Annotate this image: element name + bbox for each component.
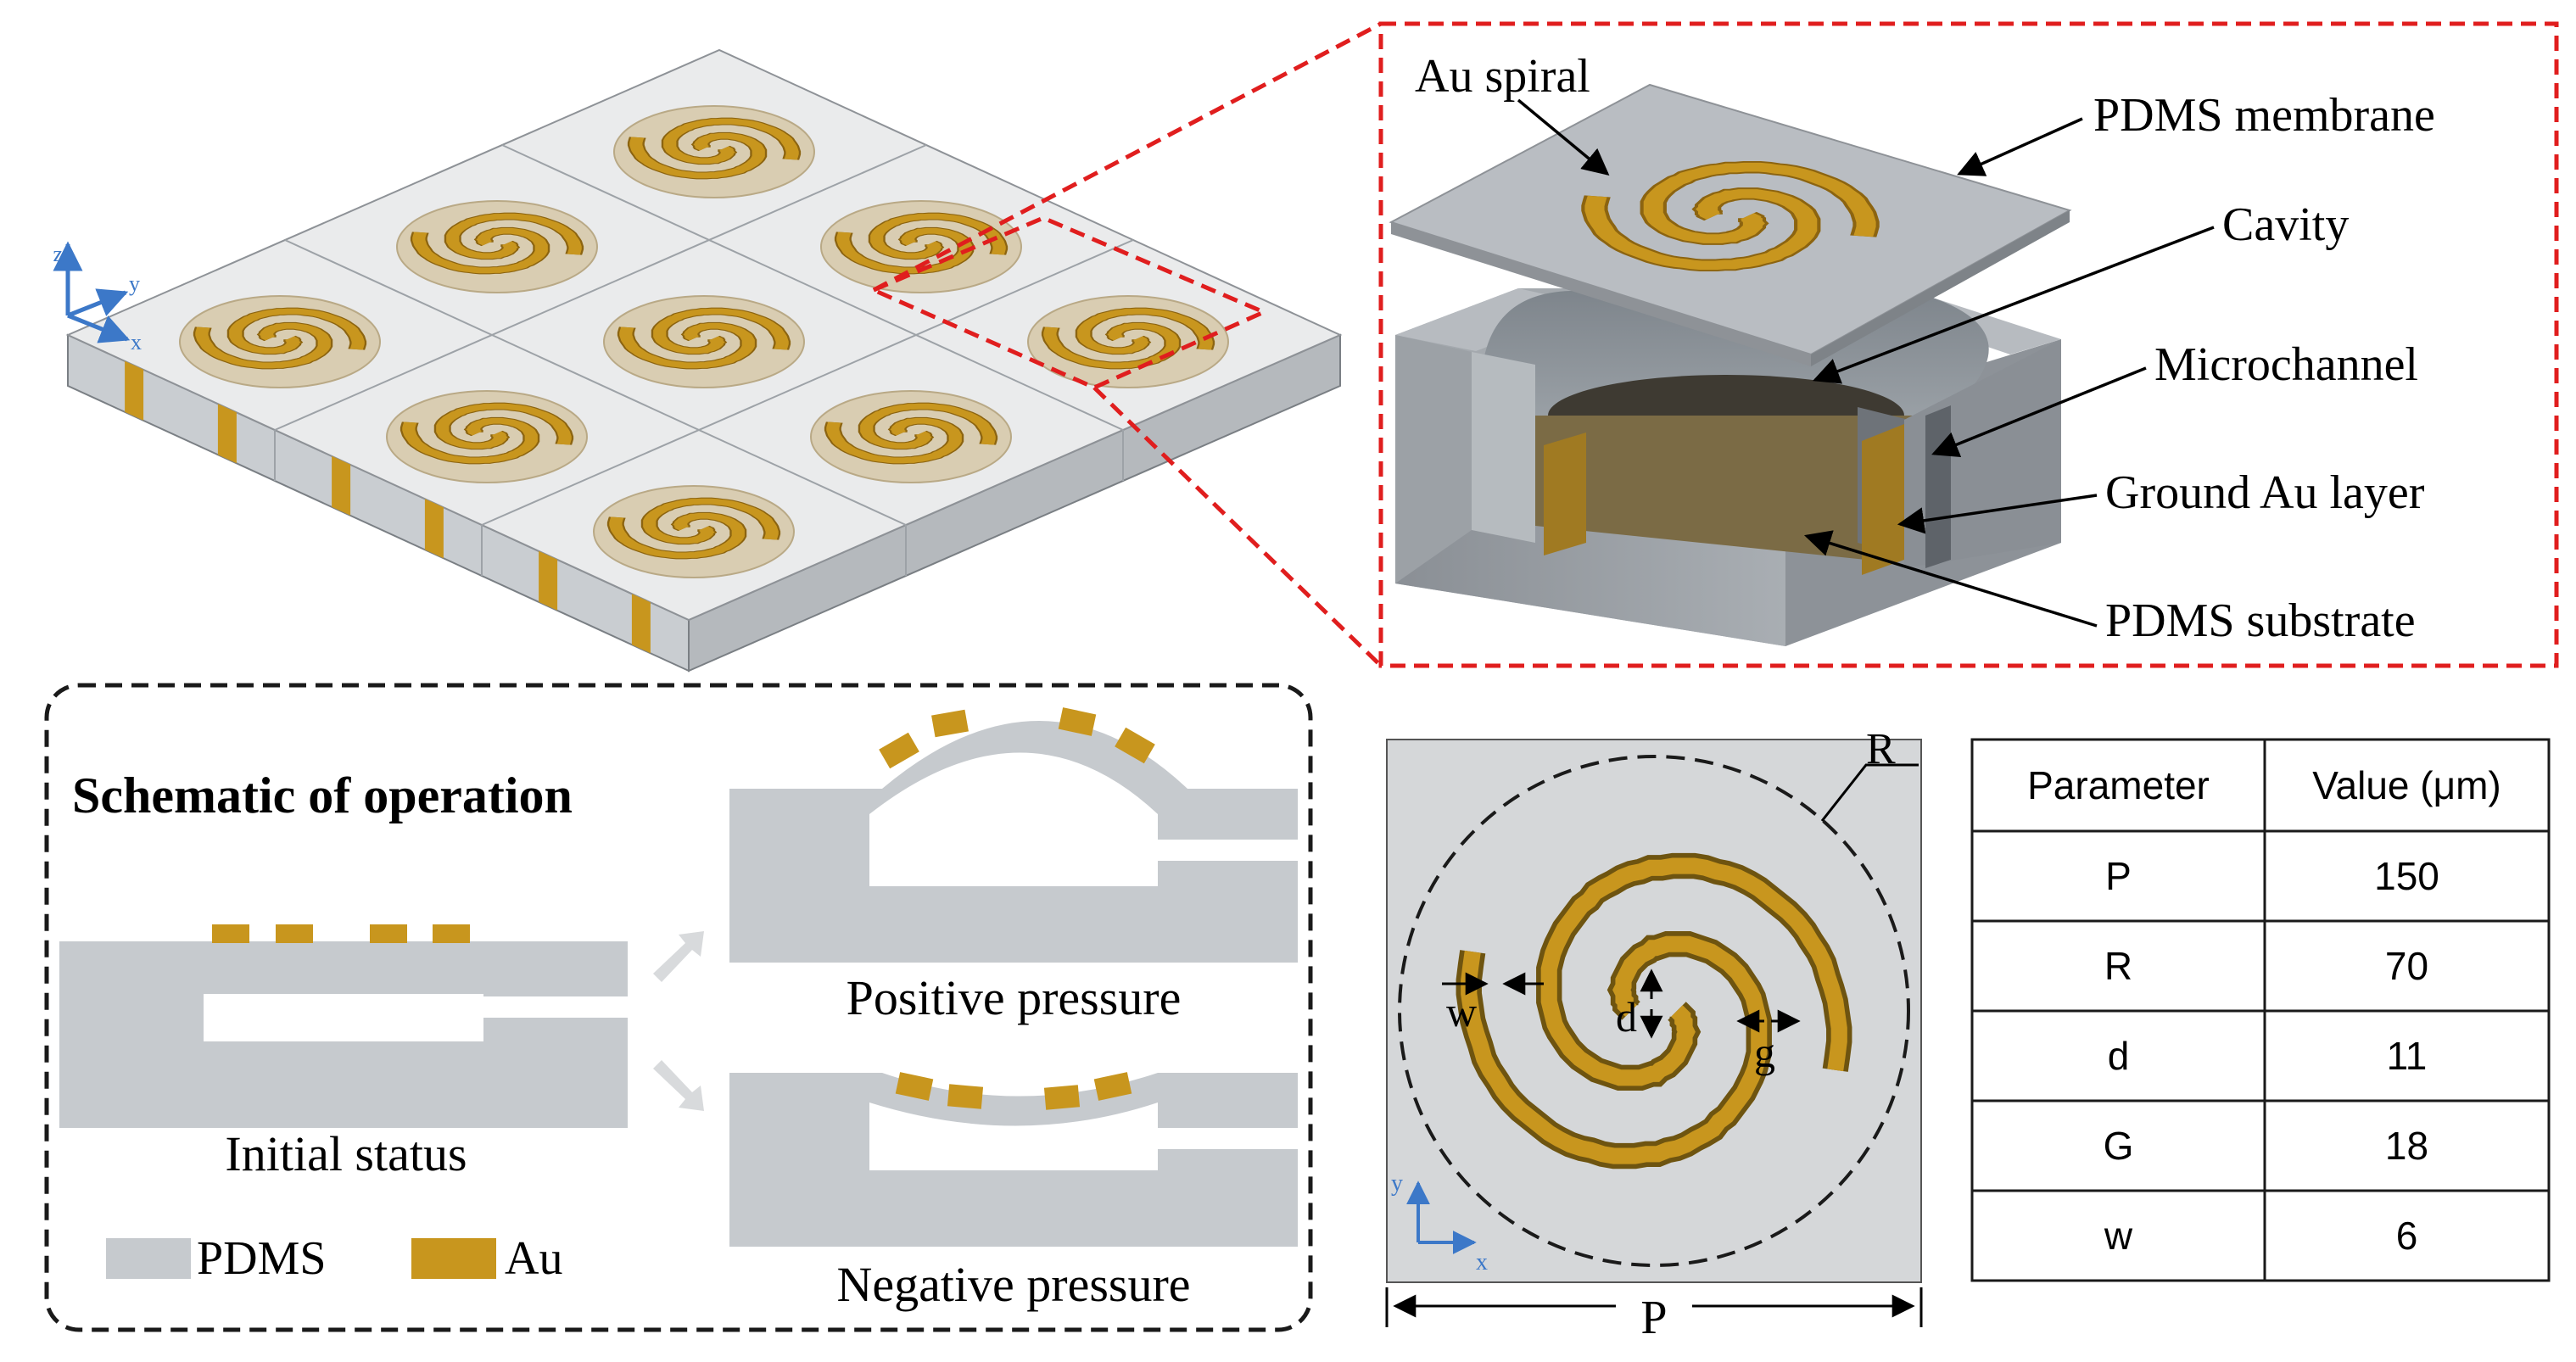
- radius-circle: [1398, 755, 1910, 1267]
- array-cell: [820, 200, 1022, 293]
- spiral-arm-2: [609, 512, 745, 559]
- array-cell: [1027, 295, 1229, 388]
- table-param-cell: w: [2104, 1214, 2133, 1258]
- table-param-cell: R: [2104, 944, 2132, 988]
- table-value-cell: 70: [2385, 944, 2428, 988]
- spiral-arm-1: [1643, 162, 1876, 243]
- spiral-arm-1: [1077, 308, 1213, 354]
- top-axis-x: x: [1476, 1249, 1488, 1275]
- table-header-cell: Parameter: [2027, 763, 2210, 807]
- operation-title: Schematic of operation: [72, 768, 573, 823]
- table-value-cell: 18: [2385, 1124, 2428, 1168]
- material-legend: PDMS Au: [106, 1232, 562, 1285]
- label-w: w: [1446, 988, 1477, 1035]
- top-view: R w d g y x P: [1385, 725, 1923, 1344]
- unit-cell-labels: Au spiral PDMS membrane Cavity Microchan…: [1415, 50, 2435, 647]
- label-pdms-substrate: PDMS substrate: [2105, 594, 2416, 647]
- array-cell: [613, 105, 815, 198]
- label-g: g: [1754, 1029, 1775, 1076]
- legend-swatch-au: [411, 1238, 496, 1279]
- axis-label-x: x: [131, 330, 142, 354]
- transition-arrows: [653, 931, 704, 1111]
- array-cell: [396, 200, 598, 293]
- spiral-arm-2: [1584, 189, 1818, 271]
- legend-label-au: Au: [505, 1232, 562, 1285]
- table-param-cell: d: [2108, 1034, 2130, 1078]
- table-param-cell: P: [2105, 854, 2132, 898]
- spiral-arm-1: [653, 308, 789, 354]
- table-value-cell: 6: [2396, 1214, 2418, 1258]
- array-cell: [810, 390, 1012, 483]
- spiral-arm-2: [836, 227, 972, 274]
- label-microchannel: Microchannel: [2154, 338, 2418, 391]
- label-R: R: [1866, 725, 1896, 773]
- table-value-cell: 11: [2387, 1034, 2428, 1078]
- table-header-cell: Value (μm): [2312, 763, 2501, 807]
- positive-pressure-diagram: [729, 707, 1302, 963]
- spiral-arm-2: [402, 417, 538, 464]
- label-P: P: [1640, 1292, 1667, 1344]
- spiral-arm-1: [1540, 857, 1847, 1086]
- spiral-arm-2: [412, 227, 548, 274]
- array-cell: [179, 295, 381, 388]
- label-cavity: Cavity: [2222, 198, 2349, 251]
- table-param-cell: G: [2104, 1124, 2134, 1168]
- label-ground-au: Ground Au layer: [2105, 466, 2425, 519]
- spiral-arm-1: [860, 403, 996, 449]
- top-axis-y: y: [1391, 1170, 1403, 1197]
- spiral-arm-1: [229, 308, 365, 354]
- initial-status-label: Initial status: [225, 1126, 467, 1181]
- spiral-arm-1: [870, 213, 1006, 260]
- au-spiral-3d: [1581, 161, 1880, 271]
- zoom-connector: [868, 21, 1383, 667]
- sensor-array-3d: [65, 48, 1343, 673]
- spiral-arm-2: [1043, 322, 1179, 369]
- initial-status-diagram: [59, 924, 632, 1128]
- spiral-arm-1: [436, 403, 572, 449]
- spiral-arm-1: [643, 498, 779, 544]
- label-au-spiral: Au spiral: [1415, 50, 1590, 103]
- spiral-arm-2: [619, 322, 755, 369]
- spiral-arm-2: [629, 132, 765, 179]
- positive-pressure-label: Positive pressure: [847, 970, 1182, 1025]
- array-cell: [603, 295, 805, 388]
- negative-pressure-diagram: [729, 1072, 1302, 1247]
- axis-label-y: y: [129, 271, 140, 296]
- array-cell: [386, 390, 588, 483]
- label-d: d: [1616, 993, 1637, 1041]
- negative-pressure-label: Negative pressure: [836, 1257, 1190, 1312]
- legend-label-pdms: PDMS: [197, 1232, 327, 1285]
- zoom-frame: [1378, 21, 2559, 668]
- legend-swatch-pdms: [106, 1238, 191, 1279]
- operation-frame: [44, 683, 1313, 1332]
- spiral-arm-2: [195, 322, 331, 369]
- table-value-cell: 150: [2374, 854, 2439, 898]
- spiral-arm-1: [663, 118, 799, 165]
- axis-label-z: z: [53, 242, 63, 266]
- array-cell: [593, 485, 795, 578]
- spiral-arm-2: [826, 417, 962, 464]
- array-axes: z y x: [53, 241, 142, 354]
- spiral-arm-1: [446, 213, 582, 260]
- label-pdms-membrane: PDMS membrane: [2093, 89, 2435, 142]
